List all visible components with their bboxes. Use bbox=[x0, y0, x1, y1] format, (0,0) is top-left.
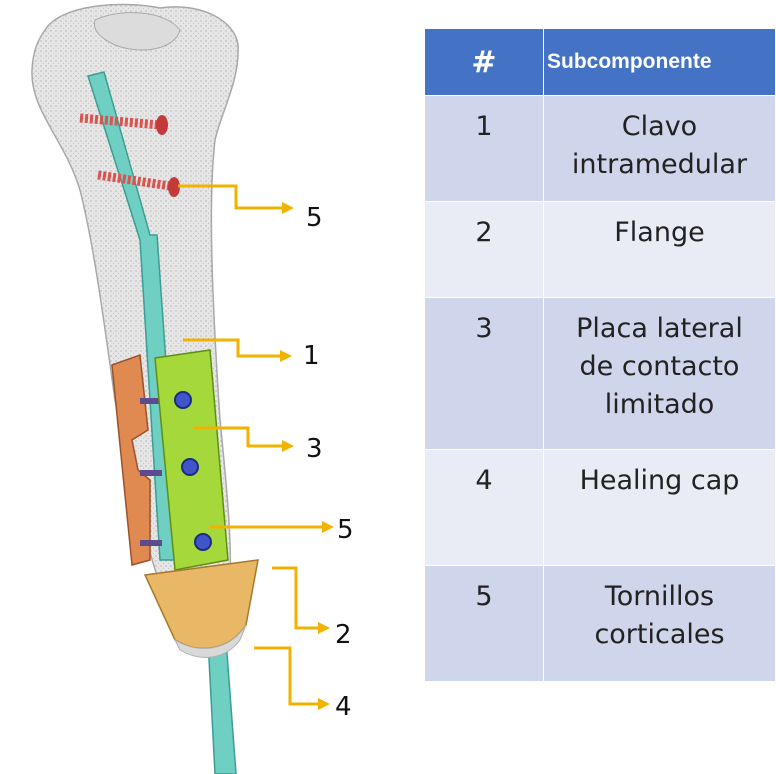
table-row: 4 Healing cap bbox=[425, 450, 776, 566]
callout-label: 1 bbox=[303, 341, 320, 371]
row-subcomponent: Flange bbox=[544, 202, 776, 298]
implant-illustration: 5 1 3 5 2 4 bbox=[0, 0, 410, 774]
callout-label: 3 bbox=[306, 434, 323, 464]
nail-stem bbox=[208, 640, 236, 774]
table-row: 3 Placa lateral de contacto limitado bbox=[425, 298, 776, 450]
subcomponent-table: # Subcomponente 1 Clavo intramedular 2 F… bbox=[424, 28, 776, 682]
row-number: 5 bbox=[425, 566, 544, 682]
table-row: 1 Clavo intramedular bbox=[425, 96, 776, 202]
table-row: 2 Flange bbox=[425, 202, 776, 298]
row-subcomponent: Tornillos corticales bbox=[544, 566, 776, 682]
callout-label: 5 bbox=[337, 515, 354, 545]
table-row: 5 Tornillos corticales bbox=[425, 566, 776, 682]
header-number: # bbox=[425, 29, 544, 96]
implant-svg: 5 1 3 5 2 4 bbox=[0, 0, 410, 774]
table-header-row: # Subcomponente bbox=[425, 29, 776, 96]
row-subcomponent: Clavo intramedular bbox=[544, 96, 776, 202]
header-subcomponent: Subcomponente bbox=[544, 29, 776, 96]
row-number: 3 bbox=[425, 298, 544, 450]
row-subcomponent: Healing cap bbox=[544, 450, 776, 566]
callout-label: 5 bbox=[306, 203, 323, 233]
callout-label: 2 bbox=[335, 620, 352, 650]
row-number: 4 bbox=[425, 450, 544, 566]
callout-label: 4 bbox=[335, 692, 352, 722]
row-subcomponent: Placa lateral de contacto limitado bbox=[544, 298, 776, 450]
row-number: 2 bbox=[425, 202, 544, 298]
row-number: 1 bbox=[425, 96, 544, 202]
